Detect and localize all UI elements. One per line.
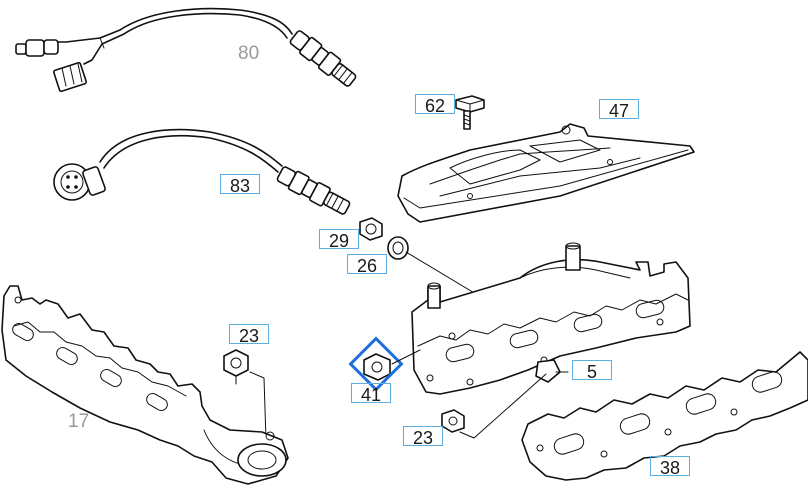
oxygen-sensor-cable-83[interactable] [53, 128, 352, 218]
callout-83[interactable]: 83 [220, 174, 260, 196]
callout-80[interactable]: 80 [238, 43, 260, 64]
exhaust-manifold-5[interactable] [411, 242, 691, 395]
stud-nut-23b[interactable] [441, 373, 547, 439]
bolt-62[interactable] [455, 95, 485, 130]
callout-47[interactable]: 47 [599, 99, 639, 121]
stud-nut-23a[interactable] [223, 349, 267, 441]
nut-29[interactable] [359, 217, 383, 241]
callout-17[interactable]: 17 [68, 411, 90, 432]
callout-29[interactable]: 29 [319, 229, 359, 251]
heat-shield-47[interactable] [397, 123, 695, 223]
leader-line-41 [391, 349, 421, 365]
callout-38[interactable]: 38 [650, 456, 690, 478]
callout-26[interactable]: 26 [347, 254, 387, 276]
callout-5[interactable]: 5 [572, 360, 612, 382]
nut-41[interactable] [363, 353, 391, 381]
callout-23-upper[interactable]: 23 [229, 324, 269, 346]
manifold-gasket-38[interactable] [521, 351, 808, 481]
callout-23-lower[interactable]: 23 [403, 426, 443, 448]
exhaust-manifold-17[interactable] [1, 285, 289, 485]
callout-41[interactable]: 41 [351, 383, 391, 405]
oxygen-sensor-cable-80[interactable] [15, 7, 359, 93]
highlight-marker [348, 336, 404, 392]
callout-62[interactable]: 62 [415, 94, 455, 116]
gasket-ring-26[interactable] [387, 236, 497, 307]
